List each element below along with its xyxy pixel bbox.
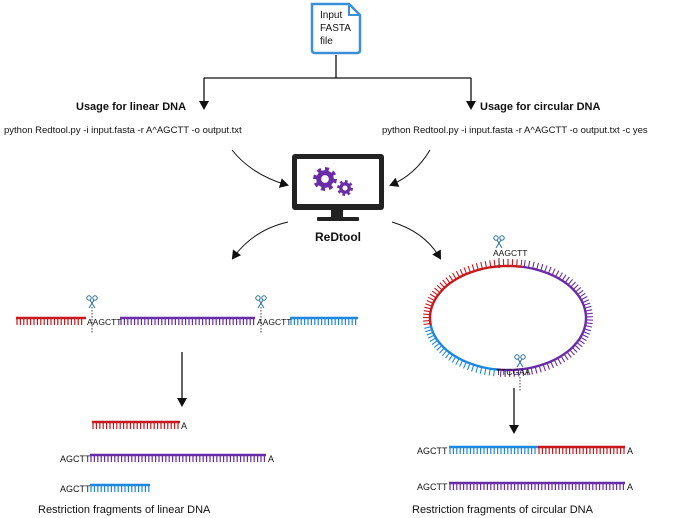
tool-name: ReDtool: [315, 230, 361, 244]
gear-icon: [337, 180, 353, 196]
linear-caption: Restriction fragments of linear DNA: [38, 504, 211, 516]
circular-usage-title: Usage for circular DNA: [480, 101, 600, 113]
file-label-line2: FASTA: [320, 23, 351, 34]
circular-command: python Redtool.py -i input.fasta -r A^AG…: [382, 125, 648, 136]
file-icon: [310, 2, 362, 55]
fragment-prefix: AGCTT: [417, 482, 448, 492]
linear-usage-title: Usage for linear DNA: [76, 101, 186, 113]
arrows-to-tool: [231, 149, 431, 188]
fragment-prefix: AGCTT: [60, 454, 91, 464]
fragment-suffix: A: [268, 454, 274, 464]
fragment-suffix: A: [627, 482, 633, 492]
gear-icon: [313, 167, 337, 191]
linear-cut-site-left: AAGCTT: [87, 317, 121, 327]
circular-cut-site-top: AAGCTT: [493, 248, 527, 258]
circular-fragment: [449, 445, 625, 454]
file-label-line3: file: [320, 36, 333, 47]
scissors-icon: [514, 354, 526, 368]
linear-cut-site-right: AAGCTT: [257, 317, 291, 327]
fragment-suffix: A: [627, 446, 633, 456]
circular-fragment: [449, 481, 625, 490]
arrows-from-tool: [231, 221, 442, 260]
linear-fragment: [90, 483, 150, 492]
file-label-line1: Input: [320, 10, 342, 21]
circular-caption: Restriction fragments of circular DNA: [412, 504, 594, 516]
scissors-icon: [86, 295, 98, 309]
linear-fragment: [90, 453, 266, 462]
scissors-icon: [493, 235, 505, 249]
circular-dna-strand: [422, 259, 594, 378]
split-connector: [199, 55, 476, 110]
fragment-prefix: AGCTT: [417, 446, 448, 456]
linear-dna-strand: [16, 316, 358, 325]
cut-line: [498, 258, 521, 392]
cut-line: [91, 307, 262, 333]
circular-cut-site-bottom: TTCGAA: [496, 367, 531, 377]
linear-command: python Redtool.py -i input.fasta -r A^AG…: [4, 125, 242, 136]
fragment-prefix: AGCTT: [60, 484, 91, 494]
fragment-suffix: A: [181, 421, 187, 431]
computer-icon: [292, 154, 384, 221]
scissors-icon: [255, 295, 267, 309]
linear-fragment: [92, 420, 180, 429]
